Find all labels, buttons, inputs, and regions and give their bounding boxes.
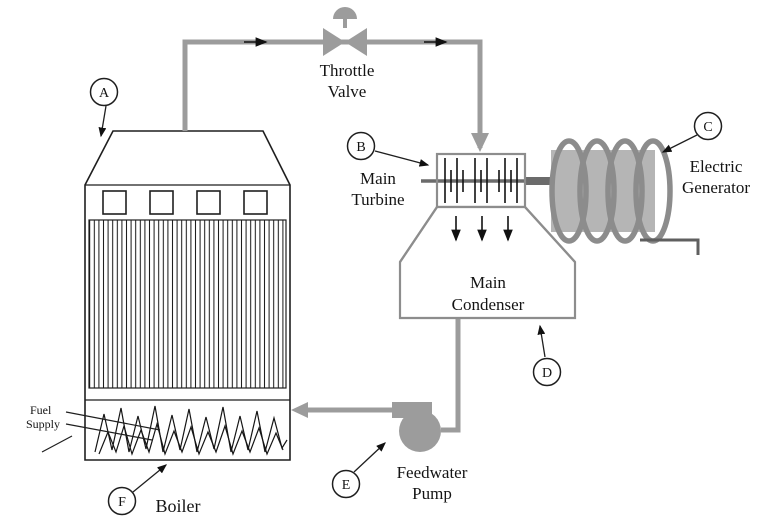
callout-b: B [346, 131, 430, 167]
fuel-supply-label-line2: Supply [26, 417, 60, 431]
callout-d-arrow [537, 324, 546, 358]
firebox-flames-1 [94, 405, 288, 453]
callout-e-arrow [353, 442, 386, 473]
fuel-supply-line-3 [41, 435, 73, 453]
callout-e-circle [331, 469, 361, 499]
callout-b-circle [346, 131, 376, 161]
callout-f-letter: F [118, 495, 126, 510]
callout-f: F [107, 464, 168, 516]
callout-a: A [89, 77, 119, 138]
condenser-neck-left [399, 206, 438, 263]
callout-a-circle [89, 77, 119, 107]
callout-c-letter: C [703, 120, 712, 135]
callout-a-letter: A [99, 86, 110, 101]
main-condenser-label-line2: Condenser [452, 295, 525, 314]
feedwater-pump-label-line1: Feedwater [397, 463, 468, 482]
callout-f-arrow [132, 464, 168, 493]
condenser-neck-right [524, 206, 576, 263]
condenser-steam-arrows [451, 216, 513, 242]
valve-actuator-dome [333, 7, 357, 19]
fuel-supply-line-1 [65, 411, 161, 431]
generator-terminal-line [640, 238, 700, 255]
electric-generator-label-line2: Generator [682, 178, 750, 197]
firebox-flames-2 [98, 421, 284, 456]
main-condenser-label-line1: Main [470, 273, 506, 292]
boiler-square-2 [149, 190, 174, 215]
throttle-valve-icon-left [323, 28, 345, 56]
callout-f-circle [107, 486, 137, 516]
condensate-pipe [441, 318, 461, 433]
boiler-tube-bank-hatching [88, 219, 287, 389]
throttle-valve-icon-right [345, 28, 367, 56]
main-turbine-label-line2: Turbine [351, 190, 404, 209]
fuel-supply-line-2 [65, 423, 153, 441]
fuel-supply-label-line1: Fuel [30, 403, 52, 417]
generator-coil [549, 138, 673, 244]
callout-c: C [661, 111, 723, 153]
boiler-square-3 [196, 190, 221, 215]
feedwater-pump-label-line2: Pump [412, 484, 452, 503]
turbine-blades [444, 158, 518, 203]
callout-b-arrow [374, 150, 430, 167]
throttle-valve-label-line2: Valve [328, 82, 367, 101]
callout-c-arrow [661, 134, 698, 153]
boiler-label: Boiler [156, 496, 201, 516]
main-turbine-label-line1: Main [360, 169, 396, 188]
feedwater-pump-icon [399, 410, 441, 452]
callout-b-letter: B [356, 140, 365, 155]
boiler-square-1 [102, 190, 127, 215]
callout-a-arrow [98, 105, 107, 138]
callout-d-letter: D [542, 366, 552, 381]
callout-d-circle [532, 357, 562, 387]
callout-e: E [331, 442, 386, 499]
throttle-valve-label-line1: Throttle [320, 61, 375, 80]
electric-generator-label-line1: Electric [690, 157, 743, 176]
boiler-square-4 [243, 190, 268, 215]
steam-pipe-arrowhead [471, 133, 489, 152]
callout-c-circle [693, 111, 723, 141]
feedwater-pipe-arrowhead [291, 402, 308, 418]
callout-d: D [532, 324, 562, 387]
callout-e-letter: E [342, 478, 351, 493]
